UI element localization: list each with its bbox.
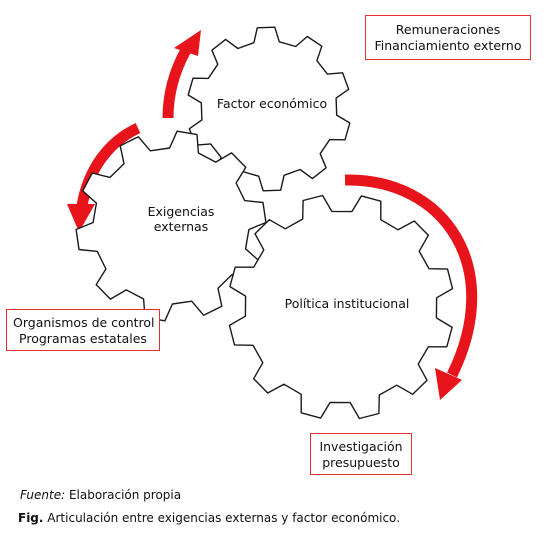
arrow-exigencias-left — [76, 123, 141, 208]
note-organismos-line2: Programas estatales — [19, 331, 147, 346]
note-organismos-line1: Organismos de control — [13, 315, 155, 330]
note-investigacion-line1: Investigación — [319, 439, 403, 454]
caption-figure-text: Articulación entre exigencias externas y… — [43, 511, 401, 525]
gear-politica-institucional — [228, 194, 454, 420]
gear-label-exigencias-line1: Exigencias — [148, 204, 215, 219]
note-organismos: Organismos de control Programas estatale… — [6, 309, 160, 351]
note-investigacion-line2: presupuesto — [322, 455, 400, 470]
arrow-politica-right-head — [435, 368, 462, 400]
note-remuneraciones: Remuneraciones Financiamiento externo — [365, 15, 531, 60]
gear-label-exigencias-line2: externas — [154, 219, 208, 234]
caption-source-text: Elaboración propia — [65, 488, 182, 502]
caption-figure: Fig. Articulación entre exigencias exter… — [18, 511, 400, 525]
arrow-exigencias-to-factor — [162, 47, 191, 119]
caption-source-label: Fuente: — [20, 488, 66, 502]
caption-source: Fuente: Elaboración propia — [20, 488, 181, 502]
arrow-exigencias-to-factor-head — [174, 30, 201, 56]
arrow-exigencias-left-head — [67, 204, 95, 232]
gear-exigencias-externas — [75, 130, 267, 322]
caption-figure-label: Fig. — [18, 511, 44, 525]
note-remuneraciones-line2: Financiamiento externo — [374, 38, 522, 53]
arrow-politica-right — [344, 174, 478, 378]
gear-label-politica-institucional: Política institucional — [285, 296, 410, 311]
note-investigacion: Investigación presupuesto — [310, 433, 412, 475]
gear-label-factor-economico: Factor económico — [217, 96, 327, 111]
note-remuneraciones-line1: Remuneraciones — [395, 22, 501, 37]
gear-factor-economico — [187, 26, 351, 192]
